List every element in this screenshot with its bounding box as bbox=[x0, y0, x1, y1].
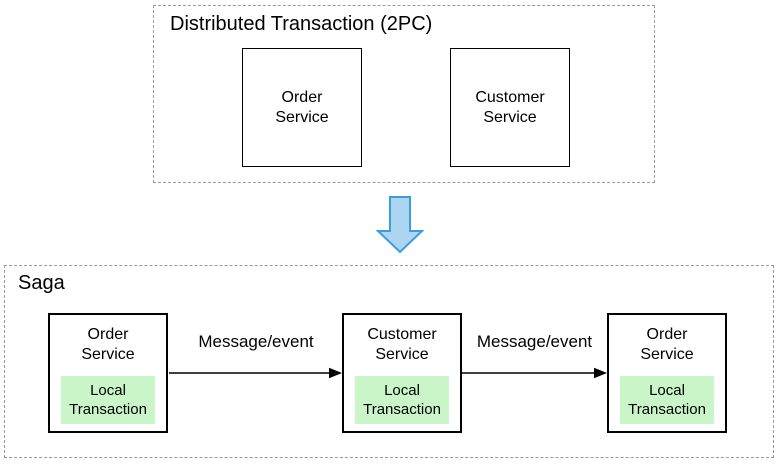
order-service-label: Order Service bbox=[81, 326, 135, 363]
message-event-label-1: Message/event bbox=[198, 332, 314, 351]
local-transaction-box: Local Transaction bbox=[355, 376, 449, 424]
saga-panel: Saga Order Service Local Transaction Mes… bbox=[4, 265, 774, 458]
down-arrow-icon bbox=[376, 196, 424, 254]
2pc-panel-title: Distributed Transaction (2PC) bbox=[170, 13, 433, 35]
customer-service-box-2pc: Customer Service bbox=[450, 48, 570, 167]
customer-service-label: Customer Service bbox=[475, 88, 545, 126]
2pc-panel: Distributed Transaction (2PC) Order Serv… bbox=[153, 5, 655, 183]
down-arrow-shape bbox=[376, 196, 424, 254]
local-transaction-box: Local Transaction bbox=[61, 376, 155, 424]
right-arrow-icon bbox=[462, 367, 607, 379]
arrow-head bbox=[594, 367, 607, 379]
saga-step-order-service-1: Order Service Local Transaction bbox=[48, 313, 168, 433]
saga-step-order-service-2: Order Service Local Transaction bbox=[607, 313, 727, 433]
arrow-head bbox=[329, 367, 342, 379]
local-transaction-box: Local Transaction bbox=[620, 376, 714, 424]
saga-panel-title: Saga bbox=[18, 272, 65, 294]
saga-step-customer-service: Customer Service Local Transaction bbox=[342, 313, 462, 433]
order-service-box-2pc: Order Service bbox=[242, 48, 362, 167]
customer-service-label: Customer Service bbox=[367, 326, 437, 363]
order-service-label: Order Service bbox=[275, 88, 329, 126]
message-event-label-2: Message/event bbox=[476, 332, 593, 351]
right-arrow-icon bbox=[169, 367, 342, 379]
order-service-label: Order Service bbox=[640, 326, 694, 363]
